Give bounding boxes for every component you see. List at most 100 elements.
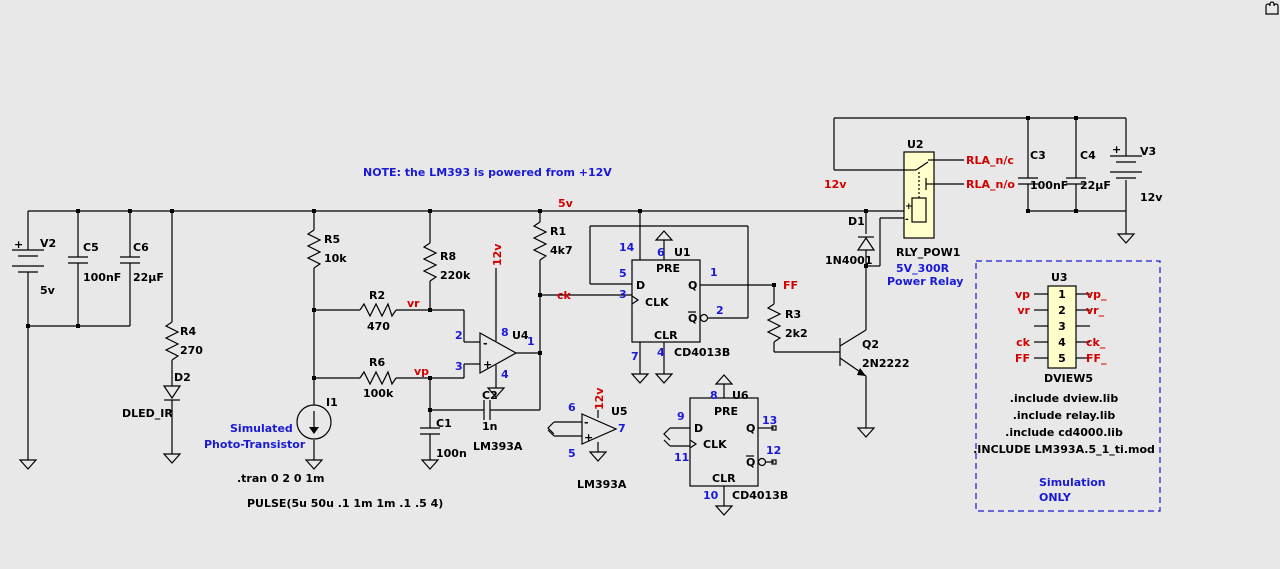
capacitor-c6-icon[interactable]: [120, 256, 140, 264]
relay-u2-icon[interactable]: + -: [903, 151, 935, 239]
u4-name: LM393A: [473, 440, 523, 453]
resistor-r2-icon[interactable]: [359, 302, 397, 318]
c3-value: 100nF: [1030, 179, 1068, 192]
v2-value: 5v: [40, 284, 56, 297]
dview-row-left: vr: [1017, 304, 1030, 317]
u1-pin-2: 2: [716, 304, 724, 317]
capacitor-c4-icon[interactable]: [1066, 177, 1086, 185]
c6-ref: C6: [133, 241, 149, 254]
dview-row-pin: 2: [1058, 304, 1066, 317]
capacitor-c3-icon[interactable]: [1018, 177, 1038, 185]
led-d2-icon[interactable]: [162, 385, 182, 401]
opamp-u5-icon[interactable]: - +: [547, 413, 618, 445]
u1-clr: CLR: [654, 329, 678, 342]
svg-text:-: -: [584, 416, 589, 429]
c5-value: 100nF: [83, 271, 121, 284]
net-ck: ck: [557, 289, 572, 302]
d1-value: 1N4001: [825, 254, 872, 267]
u5-name: LM393A: [577, 478, 627, 491]
svg-text:+: +: [905, 202, 913, 212]
capacitor-c2-icon[interactable]: [483, 400, 491, 420]
svg-text:+: +: [14, 238, 23, 251]
u6-pin-8: 8: [710, 389, 718, 402]
u1-pin-1: 1: [710, 266, 718, 279]
wires: [27, 117, 1127, 506]
sim-only-1: Simulation: [1039, 476, 1106, 489]
u6-pin-13: 13: [762, 414, 777, 427]
r3-ref: R3: [785, 308, 801, 321]
u1-qbar: Q: [688, 312, 697, 325]
c4-value: 22µF: [1080, 179, 1111, 192]
resistor-r4-icon[interactable]: [164, 321, 180, 361]
u4-pin-2: 2: [455, 329, 463, 342]
dview-row-left: vp: [1015, 288, 1030, 301]
u4-pin-1: 1: [527, 335, 535, 348]
battery-v2-icon[interactable]: +: [12, 238, 44, 273]
v3-ref: V3: [1140, 145, 1156, 158]
resistor-r3-icon[interactable]: [766, 303, 782, 343]
net-rla-no: RLA_n/o: [966, 178, 1015, 191]
u6-clr: CLR: [712, 472, 736, 485]
dview-row-right: vp_: [1086, 288, 1107, 301]
r5-value: 10k: [324, 252, 347, 265]
v3-value: 12v: [1140, 191, 1163, 204]
dview-u3-icon[interactable]: [1047, 285, 1077, 369]
dview-row-pin: 5: [1058, 352, 1066, 365]
v2-ref: V2: [40, 237, 56, 250]
i1-desc-2: Photo-Transistor: [204, 438, 306, 451]
resistor-r1-icon[interactable]: [532, 221, 548, 261]
u1-pin-5: 5: [619, 267, 627, 280]
r1-ref: R1: [550, 225, 566, 238]
pulse-directive: PULSE(5u 50u .1 1m 1m .1 .5 4): [247, 497, 443, 510]
r5-ref: R5: [324, 233, 340, 246]
net-rla-nc: RLA_n/c: [966, 154, 1014, 167]
d2-value: DLED_IR: [122, 407, 173, 420]
battery-v3-icon[interactable]: +: [1110, 143, 1142, 179]
r4-value: 270: [180, 344, 203, 357]
net-ff: FF: [783, 279, 798, 292]
u6-pin-9: 9: [677, 410, 685, 423]
svg-text:+: +: [1112, 143, 1121, 156]
u1-pin-6: 6: [657, 246, 665, 259]
u2-ref: U2: [907, 138, 924, 151]
u1-pin-3: 3: [619, 288, 627, 301]
i1-ref: I1: [326, 396, 338, 409]
flipflop-u1-icon[interactable]: [631, 259, 709, 343]
resistor-r6-icon[interactable]: [359, 370, 397, 386]
resistor-r8-icon[interactable]: [422, 242, 438, 282]
dview-row-pin: 3: [1058, 320, 1066, 333]
dview-row-right: vr_: [1086, 304, 1105, 317]
u1-q: Q: [688, 279, 697, 292]
diode-d1-icon[interactable]: [856, 236, 876, 251]
current-source-i1-icon[interactable]: [296, 404, 332, 440]
net-12v-u4: 12v: [491, 243, 504, 266]
r6-ref: R6: [369, 356, 385, 369]
u2-desc: Power Relay: [887, 275, 963, 288]
c2-ref: C2: [482, 389, 498, 402]
include-line: .INCLUDE LM393A.5_1_ti.mod: [973, 443, 1155, 456]
flipflop-u6-icon[interactable]: [663, 397, 777, 487]
c6-value: 22µF: [133, 271, 164, 284]
dview-row-pin: 1: [1058, 288, 1066, 301]
r8-value: 220k: [440, 269, 471, 282]
i1-desc-1: Simulated: [230, 422, 293, 435]
u6-ref: U6: [732, 389, 749, 402]
spice-includes: .include dview.lib.include relay.lib.inc…: [973, 392, 1155, 456]
transistor-q2-icon[interactable]: [839, 329, 867, 377]
u3-name: DVIEW5: [1044, 372, 1093, 385]
u6-q: Q: [746, 422, 755, 435]
c5-ref: C5: [83, 241, 99, 254]
r2-ref: R2: [369, 289, 385, 302]
capacitor-c5-icon[interactable]: [68, 256, 88, 264]
hand-cursor-icon: [1265, 1, 1279, 15]
include-line: .include relay.lib: [1013, 409, 1116, 422]
svg-text:-: -: [905, 215, 909, 225]
opamp-u4-icon[interactable]: - +: [479, 331, 518, 375]
u6-d: D: [694, 422, 703, 435]
capacitor-c1-icon[interactable]: [420, 427, 440, 435]
note-text: NOTE: the LM393 is powered from +12V: [363, 166, 612, 179]
u4-pin-8: 8: [501, 326, 509, 339]
u1-pin-14: 14: [619, 241, 635, 254]
u2-value: 5V_300R: [896, 262, 950, 275]
resistor-r5-icon[interactable]: [306, 229, 322, 269]
